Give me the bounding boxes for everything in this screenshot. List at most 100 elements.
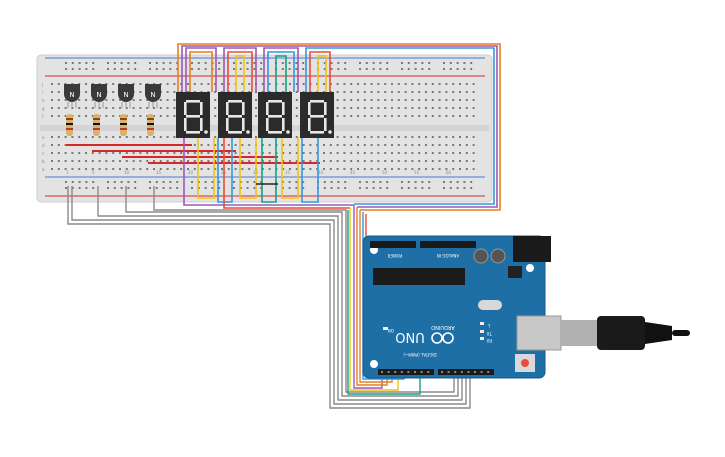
segment bbox=[282, 118, 285, 131]
led-on-label: ON bbox=[388, 328, 394, 333]
wire-purple[interactable] bbox=[223, 47, 257, 92]
hole bbox=[139, 83, 142, 85]
rail-hole bbox=[113, 181, 116, 183]
hole bbox=[431, 91, 434, 93]
wire-teal[interactable] bbox=[347, 210, 421, 395]
rail-hole bbox=[92, 68, 95, 70]
hole bbox=[384, 152, 387, 154]
reset-button[interactable] bbox=[521, 359, 529, 367]
hole bbox=[166, 115, 169, 117]
wire-blue[interactable] bbox=[305, 47, 495, 205]
hole bbox=[357, 107, 359, 109]
wire-teal[interactable] bbox=[261, 138, 277, 203]
usb-connector[interactable] bbox=[597, 316, 645, 350]
rail-hole bbox=[428, 187, 431, 189]
seven-segment-display[interactable] bbox=[258, 92, 292, 138]
hole bbox=[261, 83, 264, 85]
hole bbox=[357, 115, 359, 117]
hole bbox=[411, 107, 414, 109]
rail-hole bbox=[414, 187, 417, 189]
rail-hole bbox=[92, 187, 95, 189]
hole bbox=[377, 107, 380, 109]
wire-yellow[interactable] bbox=[239, 138, 257, 199]
digital-header-high[interactable] bbox=[438, 369, 494, 375]
hole bbox=[452, 83, 455, 85]
wire-teal[interactable] bbox=[275, 55, 287, 92]
hole bbox=[329, 168, 332, 170]
wire-yellow[interactable] bbox=[281, 138, 299, 199]
hole bbox=[363, 83, 366, 85]
hole bbox=[234, 160, 237, 162]
wire-gray[interactable] bbox=[67, 186, 471, 409]
resistor[interactable] bbox=[120, 114, 127, 136]
wire-gray[interactable] bbox=[97, 186, 463, 401]
seven-segment-display[interactable] bbox=[176, 92, 210, 138]
rail-hole bbox=[233, 181, 235, 183]
wire-purple[interactable] bbox=[181, 45, 498, 208]
dc-power-jack[interactable] bbox=[513, 236, 551, 262]
segment bbox=[310, 131, 324, 134]
hole bbox=[452, 136, 455, 138]
wire-purple[interactable] bbox=[185, 47, 217, 92]
transistor[interactable]: N bbox=[118, 84, 134, 108]
hole bbox=[166, 83, 169, 85]
transistor[interactable]: N bbox=[145, 84, 161, 108]
wire-yellow[interactable] bbox=[349, 208, 399, 391]
usb-plug[interactable] bbox=[561, 320, 597, 346]
hole bbox=[98, 160, 101, 162]
hole bbox=[227, 168, 230, 170]
hole bbox=[159, 136, 162, 138]
wire-purple[interactable] bbox=[183, 138, 354, 206]
rail-hole bbox=[414, 62, 417, 64]
power-header[interactable] bbox=[370, 241, 416, 248]
seven-segment-display[interactable] bbox=[300, 92, 334, 138]
hole bbox=[384, 99, 387, 101]
hole bbox=[418, 91, 421, 93]
wire-orange[interactable] bbox=[177, 43, 501, 211]
wire-pink[interactable] bbox=[309, 51, 331, 92]
resistor[interactable] bbox=[147, 114, 154, 136]
wire-purple[interactable] bbox=[353, 205, 383, 389]
hole bbox=[234, 152, 237, 154]
hole bbox=[146, 152, 149, 154]
hole bbox=[391, 83, 393, 85]
hole bbox=[445, 160, 448, 162]
wire-pink[interactable] bbox=[223, 138, 350, 209]
rail-hole bbox=[85, 187, 88, 189]
wire-orange[interactable] bbox=[189, 51, 213, 92]
hole bbox=[418, 144, 421, 146]
wire-blue[interactable] bbox=[217, 138, 233, 203]
analog-header[interactable] bbox=[420, 241, 476, 248]
wire-yellow[interactable] bbox=[317, 55, 327, 92]
wire-yellow[interactable] bbox=[235, 55, 245, 92]
wire-gray[interactable] bbox=[71, 186, 467, 405]
hole bbox=[71, 168, 74, 170]
wire-pink[interactable] bbox=[227, 51, 253, 92]
digital-header-low[interactable] bbox=[378, 369, 434, 375]
arduino-board[interactable]: POWER ANALOG IN L TX RX ON ARDUINO UNO bbox=[362, 235, 562, 379]
row-letter: c bbox=[42, 151, 44, 156]
wire-yellow[interactable] bbox=[197, 138, 215, 199]
seven-segment-display[interactable] bbox=[218, 92, 252, 138]
wire-blue[interactable] bbox=[301, 138, 319, 203]
hole bbox=[370, 115, 373, 117]
rail-hole bbox=[401, 181, 403, 183]
rail-hole bbox=[127, 68, 130, 70]
wire-blue[interactable] bbox=[267, 51, 295, 92]
row-letter: g bbox=[42, 106, 45, 111]
resistor[interactable] bbox=[93, 114, 100, 136]
rail-hole bbox=[295, 68, 298, 70]
transistor[interactable]: N bbox=[64, 84, 80, 108]
hole bbox=[391, 99, 393, 101]
wire-purple[interactable] bbox=[263, 47, 299, 92]
hole bbox=[377, 99, 380, 101]
wire-gray[interactable] bbox=[125, 186, 459, 397]
rail-hole bbox=[85, 62, 88, 64]
header-pin bbox=[447, 371, 450, 373]
wire-gray[interactable] bbox=[153, 186, 455, 393]
usb-port[interactable] bbox=[516, 315, 562, 351]
hole bbox=[431, 136, 434, 138]
resistor[interactable] bbox=[66, 114, 73, 136]
segment bbox=[186, 100, 200, 103]
transistor[interactable]: N bbox=[91, 84, 107, 108]
